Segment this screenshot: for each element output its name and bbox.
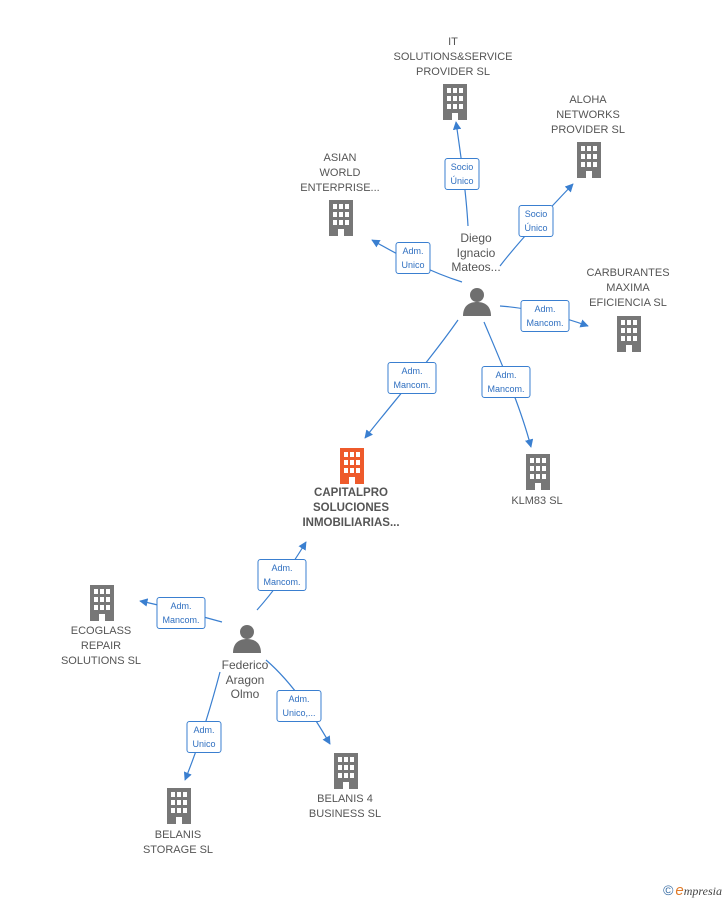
- relation-badge-text: Unico,...: [282, 708, 316, 718]
- node-label-line: Olmo: [230, 687, 260, 701]
- node-label-line: MAXIMA: [606, 282, 650, 294]
- node-label-line: ENTERPRISE...: [300, 182, 380, 194]
- node-label-line: KLM83 SL: [511, 495, 563, 507]
- node-label-line: SOLUTIONS&SERVICE: [393, 51, 513, 63]
- person-icon[interactable]: [463, 288, 491, 316]
- node-label-line: Diego: [460, 231, 492, 245]
- node-label-line: BELANIS: [154, 829, 202, 841]
- relation-badge-text: Mancom.: [487, 384, 525, 394]
- relation-badge-diego-asian[interactable]: Adm. Unico: [395, 242, 431, 274]
- building-icon[interactable]: [329, 200, 353, 236]
- node-label-line: ASIAN: [323, 152, 357, 164]
- node-label-it[interactable]: IT SOLUTIONS&SERVICE PROVIDER SL: [394, 35, 513, 80]
- footer-brand[interactable]: ©empresia: [663, 882, 722, 899]
- node-label-line: Federico: [221, 658, 269, 672]
- relation-badge-text: Único: [524, 223, 548, 233]
- relation-badge-text: Mancom.: [162, 615, 200, 625]
- node-label-line: STORAGE SL: [142, 844, 214, 856]
- relation-badge-text: Único: [450, 176, 474, 186]
- relation-badge-text: Adm.: [401, 366, 423, 376]
- copyright-icon: ©: [663, 882, 674, 898]
- relation-badge-text: Adm.: [170, 601, 192, 611]
- node-label-line: Ignacio: [456, 245, 496, 260]
- node-label-line: ECOGLASS: [70, 625, 132, 637]
- node-label-line: CARBURANTES: [586, 267, 670, 279]
- building-icon[interactable]: [443, 84, 467, 120]
- node-label-line: IT: [448, 36, 458, 48]
- relation-badge-diego-klm[interactable]: Adm. Mancom.: [481, 366, 531, 398]
- relation-badge-text: Mancom.: [526, 318, 564, 328]
- brand-name: mpresia: [683, 884, 722, 898]
- relation-badge-federico-belanisst[interactable]: Adm. Unico: [186, 721, 222, 753]
- node-label-ecoglass[interactable]: ECOGLASS REPAIR SOLUTIONS SL: [61, 624, 141, 669]
- building-icon[interactable]: [526, 454, 550, 490]
- relation-badge-text: Mancom.: [263, 577, 301, 587]
- building-icon[interactable]: [577, 142, 601, 178]
- relation-badge-text: Unico: [401, 260, 425, 270]
- node-label-belanisst[interactable]: BELANIS STORAGE SL: [143, 828, 213, 858]
- node-label-line: PROVIDER SL: [416, 66, 490, 78]
- relation-badge-diego-capital[interactable]: Adm. Mancom.: [387, 362, 437, 394]
- relation-badge-text: Adm.: [534, 304, 556, 314]
- node-label-line: PROVIDER SL: [551, 124, 625, 136]
- person-icon[interactable]: [233, 625, 261, 653]
- node-label-capital[interactable]: CAPITALPRO SOLUCIONES INMOBILIARIAS...: [302, 486, 399, 531]
- relation-badge-text: Unico: [192, 739, 216, 749]
- node-label-line: BELANIS 4: [317, 793, 373, 805]
- node-label-klm[interactable]: KLM83 SL: [511, 494, 562, 509]
- relation-badge-text: Adm.: [271, 563, 293, 573]
- node-label-line: CAPITALPRO: [314, 487, 388, 499]
- node-label-line: Aragon: [225, 672, 265, 687]
- building-icon[interactable]: [334, 753, 358, 789]
- node-label-carb[interactable]: CARBURANTES MAXIMA EFICIENCIA SL: [586, 266, 669, 311]
- relation-badge-text: Socio: [524, 209, 548, 219]
- node-label-line: WORLD: [319, 167, 361, 179]
- node-label-asian[interactable]: ASIAN WORLD ENTERPRISE...: [300, 151, 379, 196]
- node-label-line: SOLUTIONS SL: [60, 655, 142, 667]
- node-label-line: REPAIR: [80, 640, 122, 652]
- relation-badge-federico-ecoglass[interactable]: Adm. Mancom.: [156, 597, 206, 629]
- relation-badge-text: Mancom.: [393, 380, 431, 390]
- relation-badge-federico-capital[interactable]: Adm. Mancom.: [257, 559, 307, 591]
- node-label-line: EFICIENCIA SL: [589, 297, 667, 309]
- node-label-line: Mateos...: [451, 260, 501, 274]
- relation-badge-federico-belanis4[interactable]: Adm. Unico,...: [276, 690, 322, 722]
- node-label-line: ALOHA: [569, 94, 607, 106]
- node-label-line: INMOBILIARIAS...: [302, 517, 400, 529]
- node-label-aloha[interactable]: ALOHA NETWORKS PROVIDER SL: [551, 93, 625, 138]
- node-label-line: NETWORKS: [556, 109, 620, 121]
- building-icon[interactable]: [167, 788, 191, 824]
- relation-badge-text: Adm.: [495, 370, 517, 380]
- node-label-belanis4[interactable]: BELANIS 4 BUSINESS SL: [309, 792, 381, 822]
- brand-initial: e: [675, 882, 684, 899]
- relation-badge-text: Adm.: [402, 246, 424, 256]
- building-icon[interactable]: [90, 585, 114, 621]
- node-label-line: SOLUCIONES: [312, 502, 390, 514]
- relation-badge-text: Adm.: [193, 725, 215, 735]
- relation-badge-text: Socio: [450, 162, 474, 172]
- building-icon[interactable]: [340, 448, 364, 484]
- relation-badge-diego-carb[interactable]: Adm. Mancom.: [520, 300, 570, 332]
- node-label-line: BUSINESS SL: [308, 808, 382, 820]
- building-icon[interactable]: [617, 316, 641, 352]
- relation-badge-text: Adm.: [288, 694, 310, 704]
